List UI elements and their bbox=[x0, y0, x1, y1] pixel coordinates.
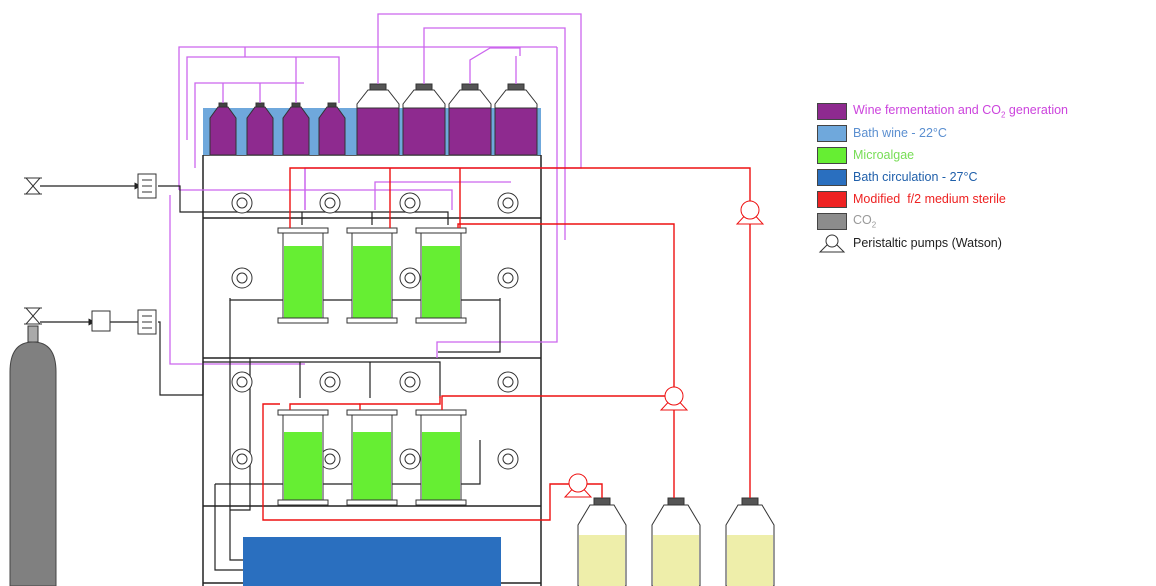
circulation-bath bbox=[243, 537, 501, 586]
pump-icon bbox=[818, 234, 846, 253]
peristaltic-pump-3 bbox=[563, 473, 593, 498]
legend-item-co2: CO2 bbox=[817, 210, 1152, 232]
reactor-columns-lower bbox=[277, 409, 467, 506]
legend: Wine fermentation and CO2 generation Bat… bbox=[817, 100, 1152, 254]
legend-swatch bbox=[817, 146, 847, 164]
legend-label: Modified f/2 medium sterile bbox=[853, 192, 1006, 206]
legend-label: Bath wine - 22°C bbox=[853, 126, 947, 140]
reactor-columns-upper bbox=[277, 227, 467, 324]
legend-swatch bbox=[817, 168, 847, 186]
peristaltic-pump-2 bbox=[659, 386, 689, 411]
ring-fittings bbox=[231, 192, 519, 470]
legend-label-suffix: generation bbox=[1005, 102, 1069, 117]
legend-item-microalgae: Microalgae bbox=[817, 144, 1152, 166]
legend-label: Bath circulation - 27°C bbox=[853, 170, 978, 184]
legend-item-bath-wine: Bath wine - 22°C bbox=[817, 122, 1152, 144]
legend-swatch bbox=[817, 102, 847, 120]
legend-label: Peristaltic pumps (Watson) bbox=[853, 236, 1002, 250]
medium-lines bbox=[262, 167, 751, 521]
legend-swatch bbox=[817, 212, 847, 230]
legend-item-wine-fermentation: Wine fermentation and CO2 generation bbox=[817, 100, 1152, 122]
co2-lines bbox=[40, 182, 501, 571]
medium-bottles bbox=[577, 497, 775, 586]
peristaltic-pump-1 bbox=[735, 200, 765, 225]
legend-label: Microalgae bbox=[853, 148, 915, 162]
legend-label: CO bbox=[853, 212, 872, 227]
legend-subscript: 2 bbox=[871, 220, 877, 230]
legend-item-pump: Peristaltic pumps (Watson) bbox=[817, 232, 1152, 254]
valve-top bbox=[24, 177, 42, 195]
fermentation-bottles-large bbox=[356, 83, 538, 156]
legend-subscript: 2 bbox=[1001, 110, 1006, 120]
legend-swatch bbox=[817, 124, 847, 142]
legend-item-medium: Modified f/2 medium sterile bbox=[817, 188, 1152, 210]
legend-label: Wine fermentation and CO bbox=[853, 102, 1001, 117]
co2-cylinder bbox=[9, 325, 57, 586]
valve-bottom bbox=[24, 307, 42, 325]
pressure-regulator bbox=[91, 310, 111, 332]
legend-swatch bbox=[817, 190, 847, 208]
fermentation-bottles-small bbox=[209, 102, 346, 156]
fermentation-gas-lines bbox=[169, 13, 582, 365]
legend-item-bath-circulation: Bath circulation - 27°C bbox=[817, 166, 1152, 188]
